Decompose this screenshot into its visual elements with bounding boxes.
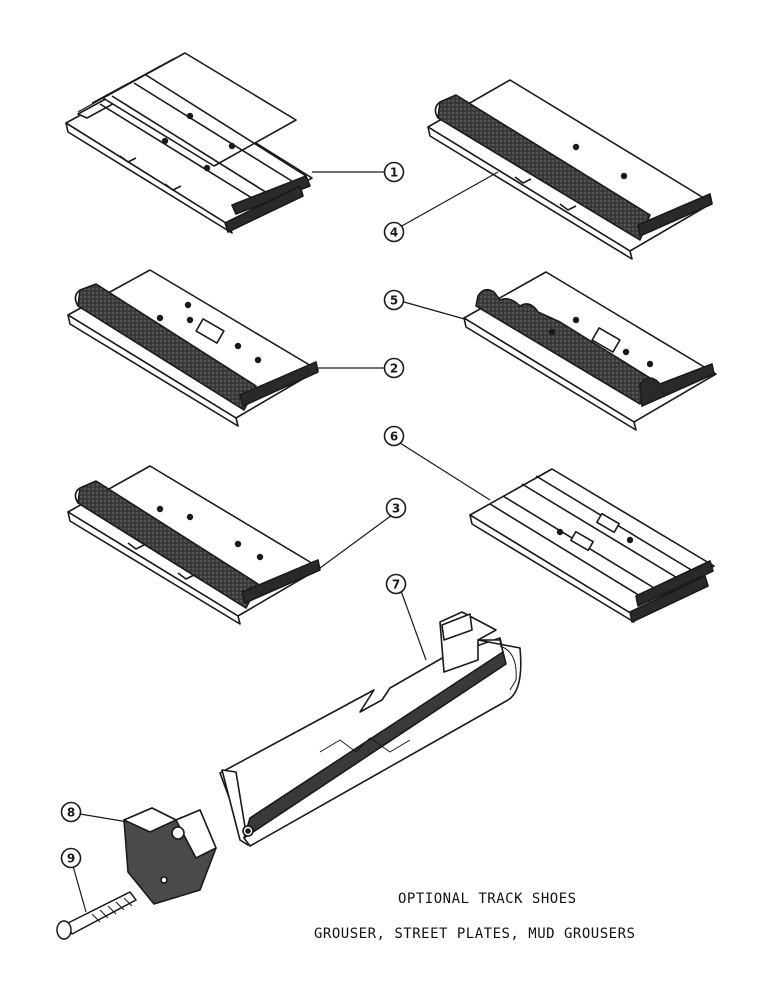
track-shoe-triple-grouser — [65, 52, 313, 234]
callout-4-label: 4 — [390, 226, 398, 240]
callout-5-label: 5 — [390, 294, 398, 308]
bolt — [56, 891, 137, 940]
mud-grouser-bar — [219, 611, 522, 847]
callout-2: 2 — [383, 357, 405, 379]
callout-5: 5 — [383, 289, 405, 311]
track-shoe-street-plate — [469, 468, 715, 623]
callout-7-label: 7 — [392, 578, 400, 592]
callout-6: 6 — [383, 425, 405, 447]
callout-4: 4 — [383, 221, 405, 243]
callout-2-label: 2 — [390, 362, 398, 376]
callout-1-label: 1 — [390, 166, 398, 180]
track-shoe-mud-grouser — [463, 271, 717, 431]
grouser-clip — [123, 807, 217, 905]
callout-6-label: 6 — [390, 430, 398, 444]
callout-9-label: 9 — [67, 852, 75, 866]
track-shoe-single-grouser — [67, 465, 321, 625]
callout-8-label: 8 — [67, 806, 75, 820]
callout-3-label: 3 — [392, 502, 400, 516]
track-shoe-single-grouser-right — [427, 79, 713, 260]
caption-title: OPTIONAL TRACK SHOES — [398, 891, 577, 907]
callout-7: 7 — [385, 573, 407, 595]
track-shoe-single-grouser-center-hole — [67, 269, 319, 427]
callout-9: 9 — [60, 847, 82, 869]
callout-3: 3 — [385, 497, 407, 519]
callout-8: 8 — [60, 801, 82, 823]
leader-lines — [72, 171, 499, 913]
callout-1: 1 — [383, 161, 405, 183]
caption-subtitle: GROUSER, STREET PLATES, MUD GROUSERS — [314, 926, 636, 942]
